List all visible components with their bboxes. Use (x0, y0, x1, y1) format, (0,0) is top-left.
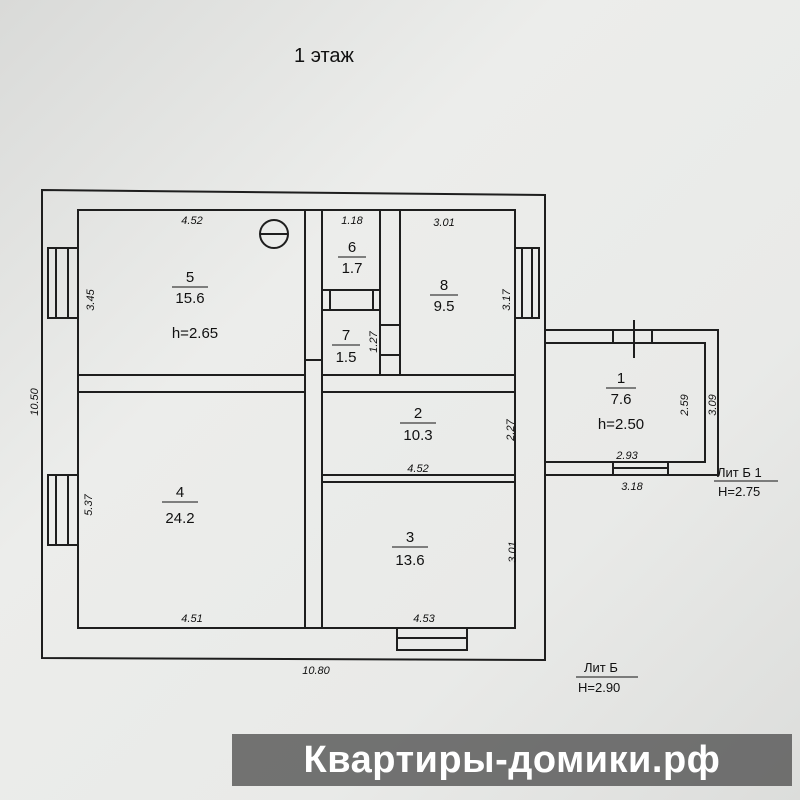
room-4: 4 24.2 (162, 484, 198, 527)
svg-text:24.2: 24.2 (165, 510, 194, 527)
svg-text:3.01: 3.01 (507, 541, 519, 562)
svg-text:4.52: 4.52 (407, 463, 428, 475)
stove-symbol (259, 219, 289, 249)
svg-text:4.51: 4.51 (181, 613, 202, 625)
svg-text:2.27: 2.27 (505, 418, 517, 441)
svg-text:5: 5 (186, 269, 194, 286)
room-6: 6 1.7 (338, 239, 366, 277)
svg-text:2.93: 2.93 (615, 450, 638, 462)
svg-text:3.45: 3.45 (85, 288, 97, 310)
svg-text:3.01: 3.01 (433, 217, 454, 229)
svg-text:3: 3 (406, 529, 414, 546)
svg-text:10.80: 10.80 (302, 665, 330, 677)
svg-text:1.27: 1.27 (368, 330, 380, 352)
svg-text:10.3: 10.3 (403, 427, 432, 444)
svg-text:h=2.50: h=2.50 (598, 416, 644, 433)
room-5: 5 15.6 h=2.65 (172, 269, 218, 342)
svg-text:H=2.90: H=2.90 (578, 680, 620, 695)
svg-text:6: 6 (348, 239, 356, 256)
room-7: 7 1.5 (332, 327, 360, 366)
svg-text:4.52: 4.52 (181, 215, 202, 227)
outer-wall (41, 188, 546, 662)
svg-text:7.6: 7.6 (611, 391, 632, 408)
svg-text:15.6: 15.6 (175, 290, 204, 307)
entrance-door (396, 627, 468, 651)
lit-b-label: Лит Б H=2.90 (576, 660, 638, 695)
watermark-banner: Квартиры-домики.рф (232, 734, 792, 786)
room-1: 1 7.6 h=2.50 (598, 370, 644, 433)
svg-text:Лит Б: Лит Б (584, 660, 618, 675)
svg-text:2: 2 (414, 405, 422, 422)
svg-text:1.7: 1.7 (342, 260, 363, 277)
inner-perimeter (77, 209, 516, 629)
svg-text:9.5: 9.5 (434, 298, 455, 315)
svg-text:5.37: 5.37 (83, 493, 95, 515)
plan-title: 1 этаж (294, 45, 355, 67)
svg-text:1: 1 (617, 370, 625, 387)
svg-text:4: 4 (176, 484, 184, 501)
svg-text:2.59: 2.59 (679, 394, 691, 416)
svg-text:3.09: 3.09 (707, 394, 719, 415)
lit-b1-label: Лит Б 1 H=2.75 (714, 465, 778, 499)
svg-text:13.6: 13.6 (395, 552, 424, 569)
svg-text:H=2.75: H=2.75 (718, 484, 760, 499)
svg-text:h=2.65: h=2.65 (172, 325, 218, 342)
svg-text:4.53: 4.53 (413, 613, 435, 625)
svg-text:1.18: 1.18 (341, 215, 363, 227)
svg-text:3.18: 3.18 (621, 481, 643, 493)
extension-walls (545, 320, 719, 476)
room-3: 3 13.6 (392, 529, 428, 569)
svg-text:8: 8 (440, 277, 448, 294)
room-8: 8 9.5 (430, 277, 458, 315)
watermark-text: Квартиры-домики.рф (303, 738, 721, 781)
windows (47, 247, 540, 546)
svg-text:1.5: 1.5 (336, 349, 357, 366)
svg-text:10.50: 10.50 (29, 387, 41, 415)
dimensions: 4.52 3.45 1.18 1.27 3.01 3.17 2.27 4.52 … (29, 215, 719, 677)
internal-walls (78, 210, 515, 628)
svg-text:7: 7 (342, 327, 350, 344)
room-2: 2 10.3 (400, 405, 436, 444)
svg-text:Лит Б 1: Лит Б 1 (717, 465, 762, 480)
svg-text:3.17: 3.17 (501, 288, 513, 310)
